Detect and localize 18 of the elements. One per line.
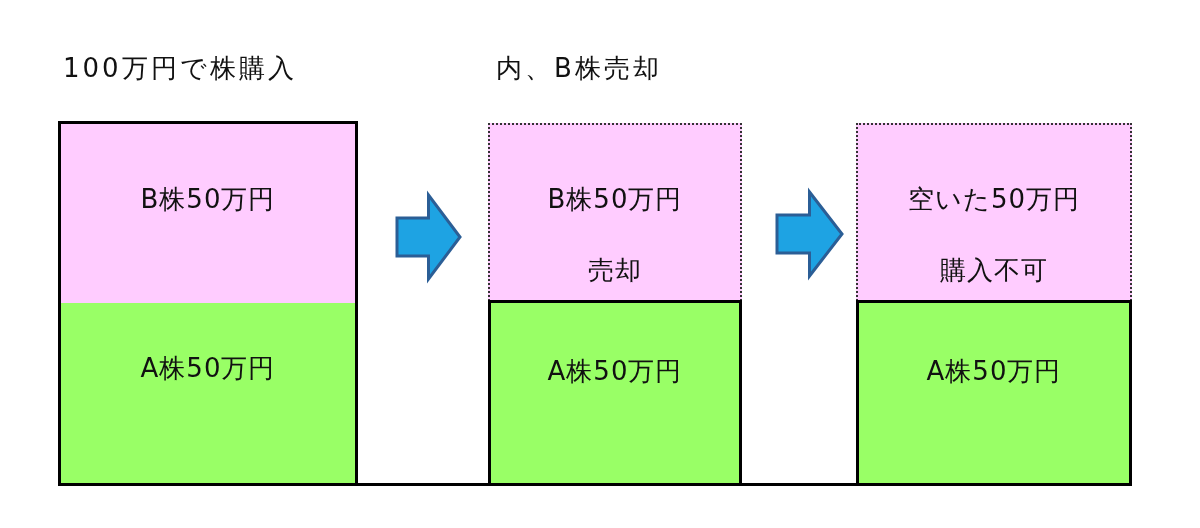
box-label: 購入不可 [940,254,1048,286]
column-heading: 内、B株売却 [496,52,662,84]
stock-box [488,300,742,486]
box-label: A株50万円 [140,352,276,384]
box-label: B株50万円 [140,183,276,215]
box-label: A株50万円 [547,355,683,387]
dotted-box [488,123,742,301]
dotted-box [856,123,1132,301]
stock-box [58,303,358,486]
box-label: 売却 [588,254,642,286]
block-arrow [395,190,462,284]
box-label: 空いた50万円 [907,183,1081,215]
stock-box [58,121,358,303]
stock-box [856,300,1132,486]
box-label: A株50万円 [926,355,1062,387]
box-label: B株50万円 [547,183,683,215]
column-heading: 100万円で株購入 [63,52,297,84]
block-arrow [775,187,844,281]
